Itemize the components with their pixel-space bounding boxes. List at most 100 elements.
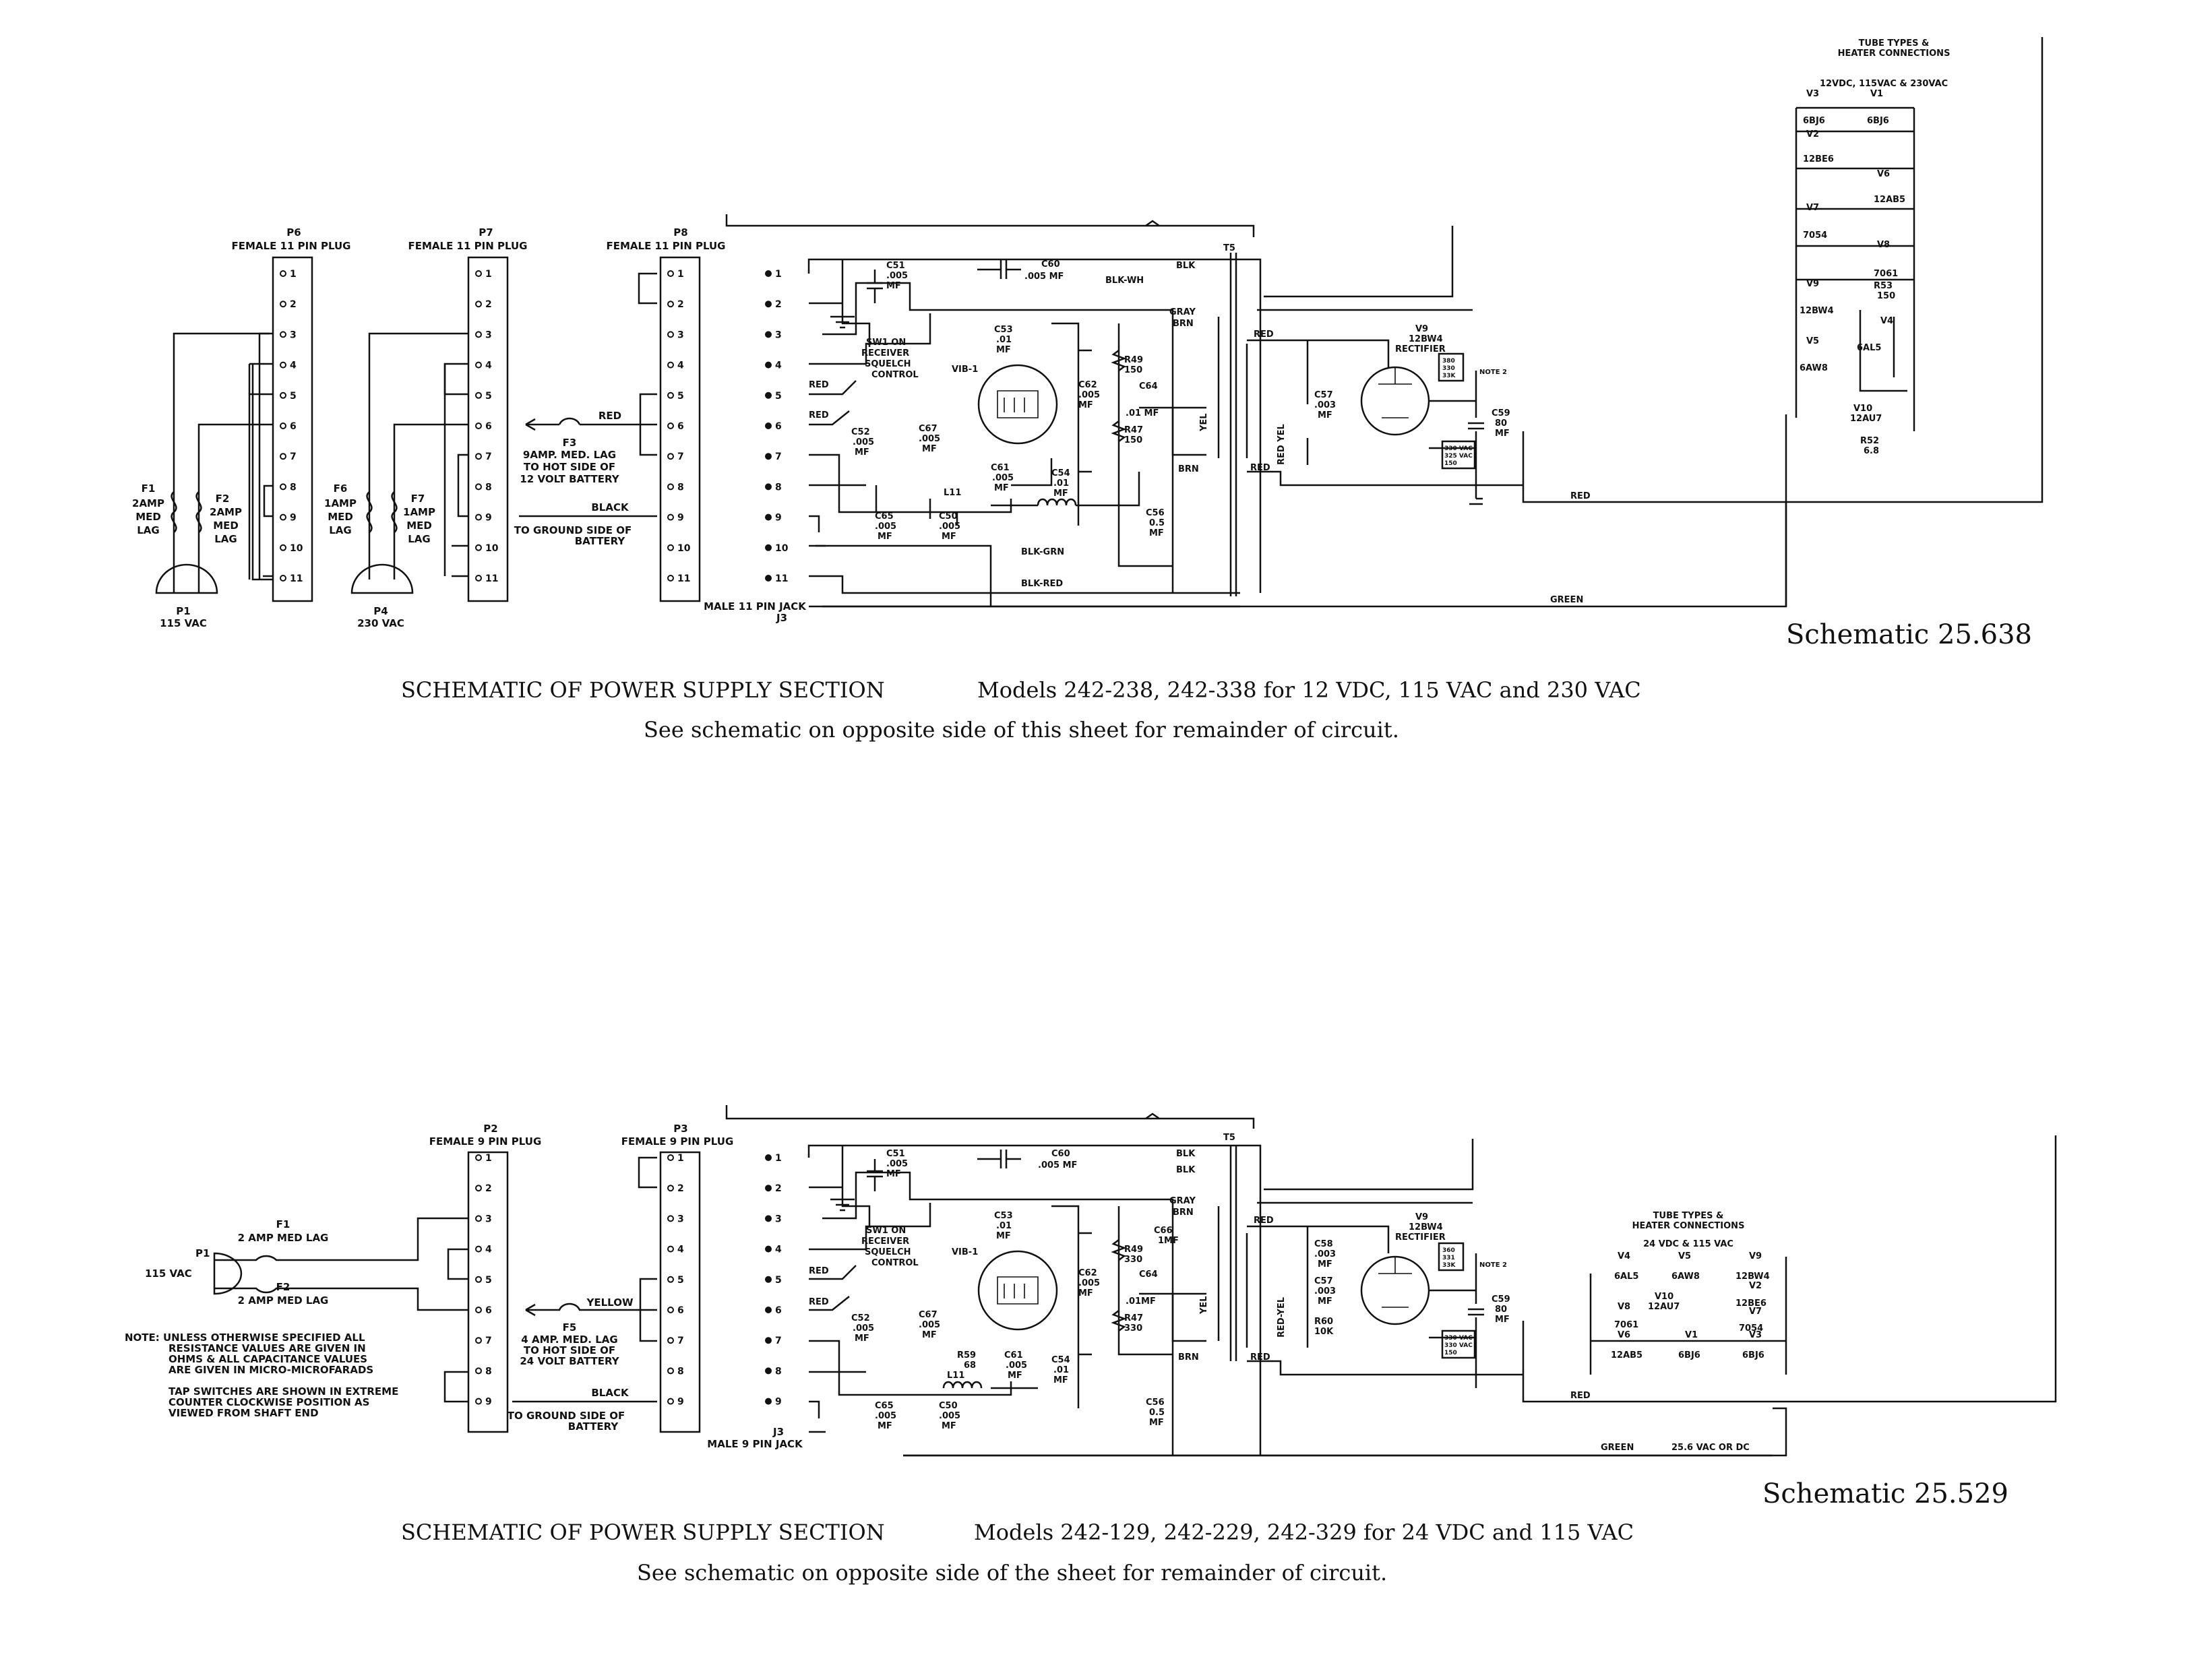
p3-pin-9: 9 bbox=[677, 1397, 684, 1408]
p8-pin-8-dot bbox=[667, 483, 674, 491]
note-l4: ARE GIVEN IN MICRO-MICROFARADS bbox=[168, 1364, 373, 1376]
b-v9-role: RECTIFIER bbox=[1395, 1232, 1446, 1243]
fuse-f3-l3: 12 VOLT BATTERY bbox=[520, 473, 619, 485]
fuse-f7-symbol bbox=[391, 491, 398, 533]
b-c67-v1: .005 bbox=[919, 1320, 940, 1330]
plug-p2: P2 FEMALE 9 PIN PLUG bbox=[429, 1123, 541, 1433]
wire-blk-grn: BLK-GRN bbox=[1021, 547, 1064, 557]
b-wire-gray: GRAY bbox=[1169, 1196, 1196, 1206]
tube-v7: V7 bbox=[1806, 203, 1819, 213]
j3-top-pin-8-dot bbox=[765, 483, 772, 491]
c50-v1: .005 bbox=[939, 522, 960, 532]
p7-pin-4-dot bbox=[475, 361, 482, 369]
j3-top-pin-7-dot bbox=[765, 453, 772, 460]
note-l7: VIEWED FROM SHAFT END bbox=[168, 1407, 319, 1419]
c60-ref: C60 bbox=[1041, 259, 1060, 270]
b-tube-v6t: 12AB5 bbox=[1611, 1350, 1642, 1360]
c62-v1: .005 bbox=[1078, 390, 1100, 400]
plug-p6: P6 FEMALE 11 PIN PLUG bbox=[231, 226, 351, 602]
c60-v1: .005 MF bbox=[1024, 272, 1064, 282]
p8-pin-2-dot bbox=[667, 301, 674, 308]
output-green: GREEN bbox=[1550, 595, 1583, 605]
p8-pin-9-dot bbox=[667, 513, 674, 521]
p2-pin-5: 5 bbox=[485, 1275, 492, 1286]
tube-v10: V10 bbox=[1853, 404, 1872, 414]
b-v9-box2-l2: 330 VAC bbox=[1444, 1342, 1473, 1349]
b-c67-v2: MF bbox=[922, 1330, 937, 1340]
fuse-f5-l1: 4 AMP. MED. LAG bbox=[521, 1334, 617, 1346]
p8-pin-10-dot bbox=[667, 544, 674, 551]
b-wire-red-d: RED bbox=[1250, 1352, 1270, 1362]
b-c53-ref: C53 bbox=[994, 1211, 1013, 1221]
output-red: RED bbox=[1570, 491, 1591, 501]
b-v9-type: 12BW4 bbox=[1409, 1222, 1443, 1232]
fuse-f6-l1: 1AMP bbox=[324, 497, 357, 509]
b-sw1-l1: SW1 ON bbox=[866, 1226, 906, 1236]
p2-pin-2: 2 bbox=[485, 1183, 492, 1194]
b-c61-v2: MF bbox=[1008, 1371, 1022, 1381]
b-output-green-val: 25.6 VAC OR DC bbox=[1671, 1443, 1750, 1453]
b-tube-title1: TUBE TYPES & bbox=[1653, 1211, 1724, 1221]
c64-v1: .01 MF bbox=[1126, 408, 1159, 418]
top-component-labels: C51 .005 MF C60 .005 MF BLK-WH BLK GRAY … bbox=[809, 243, 1235, 589]
r49-v1: 150 bbox=[1124, 365, 1142, 375]
b-v9-box2 bbox=[1441, 1329, 1476, 1359]
bottom-main-circuit bbox=[725, 1105, 1773, 1457]
fuse-f6-symbol bbox=[366, 491, 373, 533]
b-wire-red-a: RED bbox=[809, 1266, 829, 1276]
b-r49-ref: R49 bbox=[1124, 1245, 1143, 1255]
top-schematic-number: Schematic 25.638 bbox=[1786, 619, 2032, 650]
b-c59-v1: 80 bbox=[1495, 1305, 1507, 1315]
tube-r52v: 6.8 bbox=[1864, 446, 1879, 456]
p1-input: 115 VAC P1 F1 2 AMP MED LAG F2 2 AMP MED… bbox=[145, 1217, 468, 1403]
plug-p3-ref: P3 bbox=[673, 1123, 687, 1135]
b-c50-ref: C50 bbox=[939, 1401, 958, 1411]
p3-pin-8: 8 bbox=[677, 1366, 684, 1377]
top-caption-models: Models 242-238, 242-338 for 12 VDC, 115 … bbox=[977, 677, 1641, 703]
c54-v1: .01 bbox=[1053, 478, 1069, 489]
p2-pin-8-dot bbox=[475, 1367, 482, 1375]
b-tube-v3t: 6BJ6 bbox=[1742, 1350, 1764, 1360]
b-c59-v2: MF bbox=[1495, 1315, 1510, 1325]
tube-v1t: 6BJ6 bbox=[1867, 116, 1889, 126]
bottom-caption-note: See schematic on opposite side of the sh… bbox=[637, 1560, 1387, 1586]
plug-p3-body bbox=[659, 1151, 701, 1433]
fuse-f2-ref: F2 bbox=[216, 493, 230, 505]
bottom-f2-ref: F2 bbox=[276, 1281, 290, 1293]
c53-v1: .01 bbox=[996, 335, 1012, 345]
b-r49-v1: 330 bbox=[1124, 1255, 1142, 1265]
b-transformer-t5: T5 bbox=[1223, 1133, 1235, 1143]
top-output-wires: RED GREEN bbox=[822, 37, 2044, 608]
bottom-wire-black-label: BLACK bbox=[591, 1387, 629, 1399]
j3-bottom-pin-5: 5 bbox=[775, 1275, 782, 1286]
j3-bottom-pin-1-dot bbox=[765, 1154, 772, 1161]
p3-pin-7-dot bbox=[667, 1337, 674, 1344]
fuse-f7-ref: F7 bbox=[411, 493, 425, 505]
note-l2: RESISTANCE VALUES ARE GIVEN IN bbox=[168, 1342, 366, 1354]
p6-pin-2: 2 bbox=[290, 299, 297, 310]
p8-pin-11: 11 bbox=[677, 573, 690, 584]
b-tube-v2: V2 bbox=[1749, 1281, 1762, 1291]
p3-pin-2: 2 bbox=[677, 1183, 684, 1194]
inductor-l11 bbox=[1037, 498, 1077, 506]
fuse-f1-l1: 2AMP bbox=[132, 497, 164, 509]
c61-v1: .005 bbox=[992, 473, 1014, 483]
b-v9-box2-l3: 150 bbox=[1444, 1350, 1457, 1356]
plug-p4-label: 230 VAC bbox=[357, 617, 404, 629]
p7-pin-10-dot bbox=[475, 544, 482, 551]
b-sw1-l4: CONTROL bbox=[871, 1258, 919, 1268]
v9-box2 bbox=[1441, 440, 1476, 470]
plug-p2-ref: P2 bbox=[483, 1123, 497, 1135]
b-c52-ref: C52 bbox=[851, 1313, 870, 1323]
p7-pin-5: 5 bbox=[485, 391, 492, 402]
sw1-l4: CONTROL bbox=[871, 370, 919, 380]
bottom-p1-label: 115 VAC bbox=[145, 1267, 192, 1280]
p3-pin-8-dot bbox=[667, 1367, 674, 1375]
fuse-f6-ref: F6 bbox=[334, 482, 348, 495]
transformer: YEL RED YEL RED RED bbox=[1199, 226, 1523, 596]
p2-pin-7: 7 bbox=[485, 1336, 492, 1346]
inductor-l11-label: L11 bbox=[944, 488, 961, 498]
b-r59-ref: R59 bbox=[957, 1350, 976, 1360]
c50-ref: C50 bbox=[939, 511, 958, 522]
